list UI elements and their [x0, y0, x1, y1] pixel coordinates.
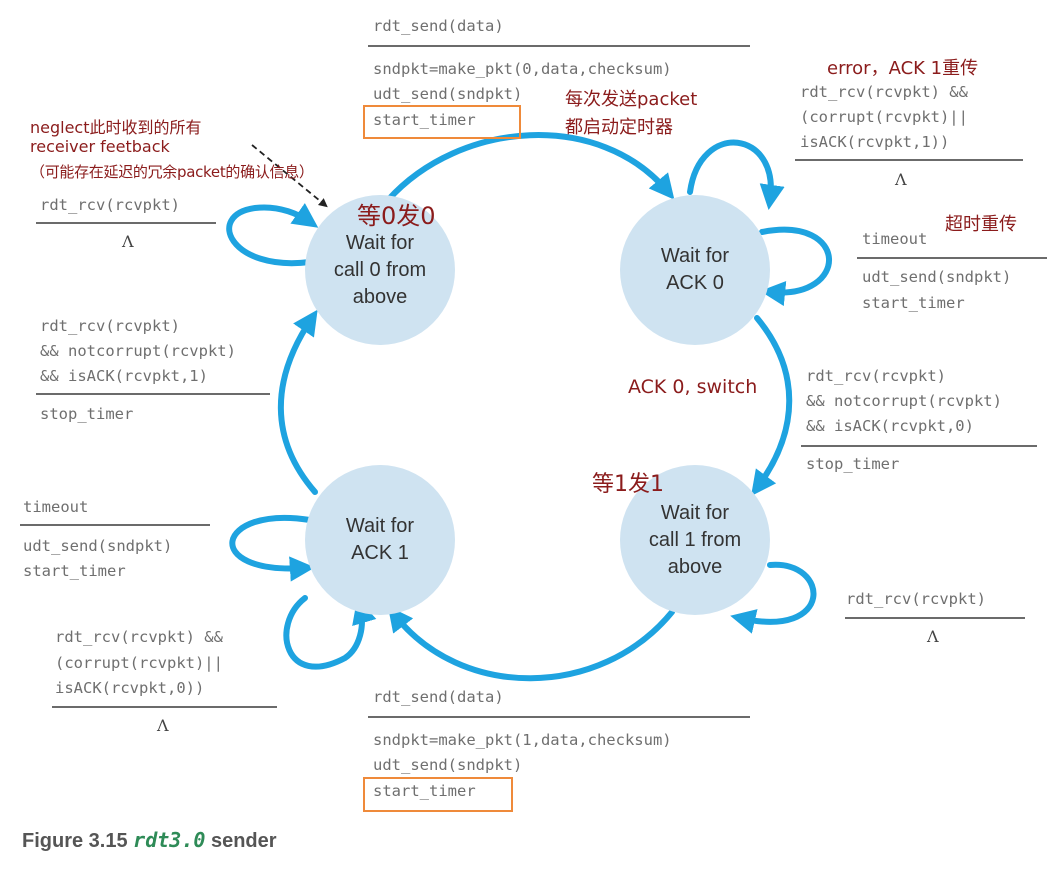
annotation-neglect-3: （可能存在延迟的冗余packet的确认信息）: [30, 163, 314, 181]
arrow-s0-self-loop: [226, 203, 319, 267]
t-s1-s2-action: stop_timer: [806, 455, 900, 473]
t-s2-s3-action-1: sndpkt=make_pkt(1,data,checksum): [373, 731, 672, 749]
t-s3-err-rule: [52, 706, 277, 708]
caption-suffix: sender: [205, 830, 277, 852]
t-s1-s2-event-2: && notcorrupt(rcvpkt): [806, 392, 1002, 410]
t-s3-err-event-3: isACK(rcvpkt,0)): [55, 679, 205, 697]
annotation-timeout-resend: 超时重传: [945, 214, 1017, 235]
t-s0-s1-rule: [368, 45, 750, 47]
t-s2-s3-event: rdt_send(data): [373, 688, 504, 706]
t-s1-s2-rule: [801, 445, 1037, 447]
t-s2-s3-action-3: start_timer: [373, 782, 476, 800]
t-s0-loop-rule: [36, 222, 216, 224]
annotation-ack0-switch: ACK 0, switch: [628, 376, 758, 398]
arrow-s1-err-loop: [687, 139, 785, 210]
t-s3-err-event-2: (corrupt(rcvpkt)||: [55, 654, 223, 672]
caption-code: rdt3.0: [133, 828, 206, 852]
start-timer-highlight-top: [363, 105, 521, 139]
t-s0-s1-action-3: start_timer: [373, 111, 476, 129]
t-s3-s0-event-2: && notcorrupt(rcvpkt): [40, 342, 236, 360]
t-s3-err-event-1: rdt_rcv(rcvpkt) &&: [55, 628, 223, 646]
t-s1-err-lambda: Λ: [895, 170, 907, 189]
state-wait-ack-1: Wait for ACK 1: [305, 465, 455, 615]
t-s3-s0-rule: [36, 393, 270, 395]
annotation-each-send-1: 每次发送packet: [565, 89, 698, 110]
t-s0-s1-event: rdt_send(data): [373, 17, 504, 35]
t-s1-err-rule: [795, 159, 1023, 161]
state-wait-call-1: Wait for call 1 from above: [620, 465, 770, 615]
figure-caption: Figure 3.15 rdt3.0 sender: [22, 828, 277, 853]
t-s1-s2-event-3: && isACK(rcvpkt,0): [806, 417, 974, 435]
arrow-s1-to-s2: [751, 315, 793, 497]
annotation-wait0-send0: 等0发0: [357, 202, 436, 230]
t-s3-timeout-action-2: start_timer: [23, 562, 126, 580]
t-s1-err-event-2: (corrupt(rcvpkt)||: [800, 108, 968, 126]
annotation-neglect-2: receiver feetback: [30, 137, 170, 156]
state-wait-ack-0: Wait for ACK 0: [620, 195, 770, 345]
state-label: Wait for ACK 1: [345, 515, 415, 564]
neglect-pointer: [251, 144, 328, 208]
t-s0-s1-action-2: udt_send(sndpkt): [373, 85, 523, 103]
t-s2-s3-rule: [368, 716, 750, 718]
t-s1-s2-event-1: rdt_rcv(rcvpkt): [806, 367, 946, 385]
t-s0-loop-lambda: Λ: [122, 232, 134, 251]
arrow-s2-self-loop: [730, 561, 817, 634]
t-s3-timeout-action-1: udt_send(sndpkt): [23, 537, 173, 555]
arrow-s3-err-loop: [283, 595, 377, 670]
state-label: Wait for ACK 0: [660, 245, 730, 294]
t-s1-timeout-action-2: start_timer: [862, 294, 965, 312]
t-s2-loop-lambda: Λ: [927, 627, 939, 646]
arrow-s3-timeout-loop: [229, 514, 316, 582]
arrow-s2-to-s3: [387, 606, 675, 682]
t-s1-timeout-event: timeout: [862, 230, 928, 248]
annotation-each-send-2: 都启动定时器: [565, 117, 673, 138]
t-s3-err-lambda: Λ: [157, 716, 169, 735]
t-s1-timeout-rule: [857, 257, 1047, 259]
annotation-error-ack1: error，ACK 1重传: [827, 58, 979, 79]
t-s3-timeout-rule: [20, 524, 210, 526]
annotation-wait1-send1: 等1发1: [592, 472, 664, 497]
t-s0-loop-event: rdt_rcv(rcvpkt): [40, 196, 180, 214]
t-s2-loop-event: rdt_rcv(rcvpkt): [846, 590, 986, 608]
t-s2-loop-rule: [845, 617, 1025, 619]
state-label: Wait for call 0 from above: [333, 231, 427, 308]
caption-prefix: Figure 3.15: [22, 830, 134, 852]
state-label: Wait for call 1 from above: [648, 501, 742, 578]
arrow-s3-to-s0: [277, 309, 318, 495]
start-timer-highlight-bottom: [363, 777, 513, 812]
t-s2-s3-action-2: udt_send(sndpkt): [373, 756, 523, 774]
t-s0-s1-action-1: sndpkt=make_pkt(0,data,checksum): [373, 60, 672, 78]
t-s3-s0-event-3: && isACK(rcvpkt,1): [40, 367, 208, 385]
t-s1-timeout-action-1: udt_send(sndpkt): [862, 268, 1012, 286]
arrow-s1-timeout-loop: [759, 226, 832, 307]
state-wait-call-0: Wait for call 0 from above: [305, 195, 455, 345]
t-s3-timeout-event: timeout: [23, 498, 89, 516]
annotation-neglect-1: neglect此时收到的所有: [30, 118, 202, 137]
arrow-s0-to-s1: [385, 132, 675, 203]
t-s3-s0-event-1: rdt_rcv(rcvpkt): [40, 317, 180, 335]
t-s1-err-event-1: rdt_rcv(rcvpkt) &&: [800, 83, 968, 101]
t-s3-s0-action: stop_timer: [40, 405, 134, 423]
t-s1-err-event-3: isACK(rcvpkt,1)): [800, 133, 950, 151]
